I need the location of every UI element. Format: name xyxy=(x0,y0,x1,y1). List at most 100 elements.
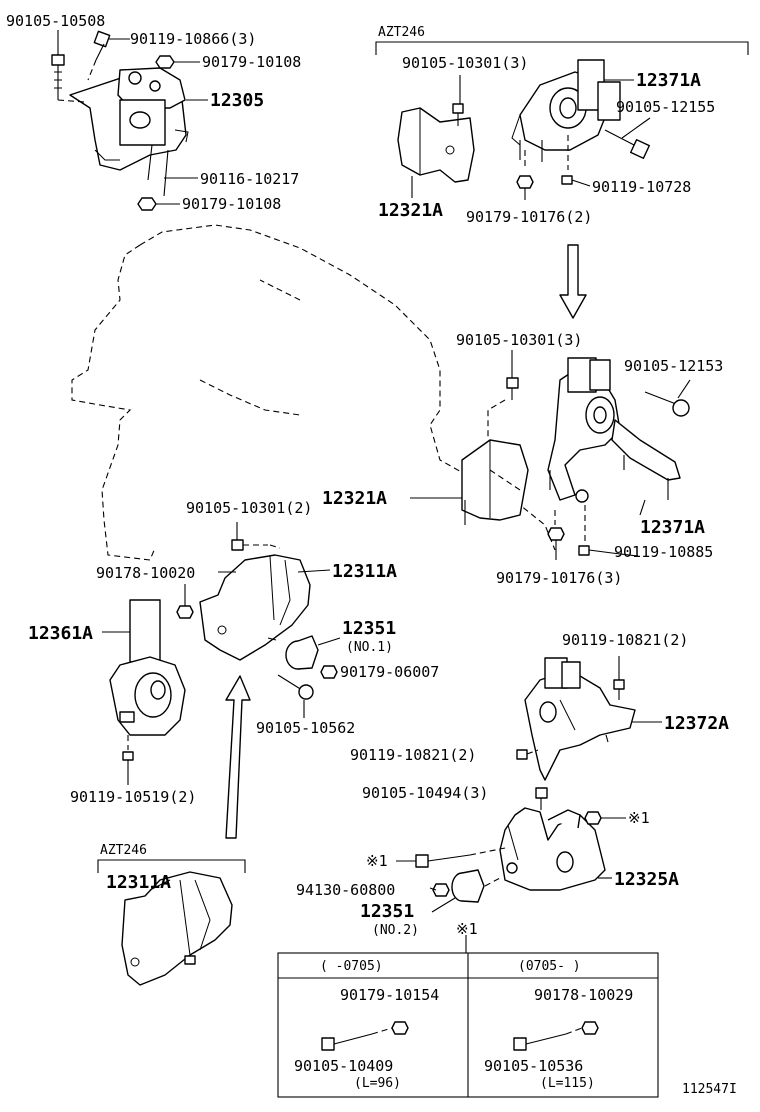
bolt-icon xyxy=(277,674,314,718)
center-left-group xyxy=(105,522,341,839)
mount-12371a-icon xyxy=(547,357,681,516)
leader-lines xyxy=(102,38,639,891)
bushing-icon xyxy=(431,869,501,913)
bolt-icon xyxy=(93,30,128,61)
bolt-icon xyxy=(513,1027,583,1051)
arrow-up-icon xyxy=(225,675,251,839)
figure-id: 112547I xyxy=(682,1082,737,1097)
part-number-label: 90119-10885 xyxy=(614,543,713,561)
bolt-icon xyxy=(122,735,134,785)
bolt-icon xyxy=(561,135,591,187)
mount-12361a-icon xyxy=(105,599,186,736)
middle-right-group xyxy=(461,350,691,560)
long-bolt-icon xyxy=(604,117,651,160)
mount-12372a-icon xyxy=(524,657,662,781)
reference-mark: ※1 xyxy=(456,920,478,938)
azt246-bottom-group xyxy=(97,859,246,986)
bracket-12311a-icon xyxy=(121,871,233,986)
bushing-icon xyxy=(285,635,341,670)
right-lower-group xyxy=(396,656,662,913)
nut-icon xyxy=(391,1021,409,1035)
nut-icon xyxy=(547,510,565,560)
bolt-icon xyxy=(578,505,613,556)
arrow-down-icon xyxy=(559,244,587,319)
part-number-label: 90178-10020 xyxy=(96,564,195,582)
nut-icon xyxy=(581,1021,599,1035)
part-number-label: 90119-10821(2) xyxy=(350,746,476,764)
part-number-label: 90179-10176(2) xyxy=(466,208,592,226)
part-number-label: 90179-10108 xyxy=(182,195,281,213)
table-left-nut: 90179-10154 xyxy=(340,986,439,1004)
part-number-label: 90116-10217 xyxy=(200,170,299,188)
table-left-length: (L=96) xyxy=(354,1076,401,1091)
stud-icon xyxy=(147,144,198,197)
bolt-icon xyxy=(535,787,548,810)
part-number-label: 90105-10508 xyxy=(6,12,105,30)
part-number-label: 12351 xyxy=(360,901,414,922)
part-number-label: 90179-10176(3) xyxy=(496,569,622,587)
table-left-bolt: 90105-10409 xyxy=(294,1057,393,1075)
part-number-label: 90119-10821(2) xyxy=(562,631,688,649)
part-number-label: 12311A xyxy=(332,561,397,582)
table-header-left: ( -0705) xyxy=(320,959,383,974)
part-number-label: 90179-06007 xyxy=(340,663,439,681)
part-number-label: 12351 xyxy=(342,618,396,639)
part-number-label: 90105-12155 xyxy=(616,98,715,116)
reference-mark: ※1 xyxy=(366,852,388,870)
part-number-label: 12321A xyxy=(322,488,387,509)
section-label: AZT246 xyxy=(378,25,425,40)
section-label: AZT246 xyxy=(100,843,147,858)
part-number-label: 12305 xyxy=(210,90,264,111)
table-right-nut: 90178-10029 xyxy=(534,986,633,1004)
bolt-icon xyxy=(321,1027,393,1051)
part-number-label: 12311A xyxy=(106,872,171,893)
part-number-label: 12321A xyxy=(378,200,443,221)
bolt-icon xyxy=(231,522,281,551)
part-number-label: 12325A xyxy=(614,869,679,890)
part-number-label: 90179-10108 xyxy=(202,53,301,71)
nut-icon xyxy=(584,811,626,825)
nut-icon xyxy=(320,665,338,679)
part-number-sublabel: (NO.1) xyxy=(346,640,393,655)
table-right-length: (L=115) xyxy=(540,1076,595,1091)
engine-mount-bracket-icon xyxy=(57,59,189,171)
reference-mark: ※1 xyxy=(628,809,650,827)
part-number-label: 90119-10519(2) xyxy=(70,788,196,806)
table-header-right: (0705- ) xyxy=(518,959,581,974)
part-number-label: 12361A xyxy=(28,623,93,644)
part-number-label: 90105-10301(3) xyxy=(456,331,582,349)
bracket-12321a-icon xyxy=(397,107,475,198)
bolt-icon xyxy=(516,749,539,760)
bracket-12311a-icon xyxy=(199,554,331,661)
part-number-label: 12372A xyxy=(664,713,729,734)
bracket-12321a-icon xyxy=(461,439,529,525)
bolt-icon xyxy=(487,350,519,440)
part-number-label: 90105-10562 xyxy=(256,719,355,737)
bolt-icon xyxy=(613,656,625,700)
part-number-label: 90105-10301(2) xyxy=(186,499,312,517)
part-number-label: 90119-10728 xyxy=(592,178,691,196)
nut-icon xyxy=(176,584,194,619)
nut-icon xyxy=(432,883,450,897)
part-number-label: 94130-60800 xyxy=(296,881,395,899)
long-bolt-icon xyxy=(644,379,691,417)
long-bolt-icon xyxy=(396,847,506,868)
part-number-label: 90119-10866(3) xyxy=(130,30,256,48)
part-number-sublabel: (NO.2) xyxy=(372,923,419,938)
part-number-label: 90105-10494(3) xyxy=(362,784,488,802)
nut-icon xyxy=(137,197,180,211)
bolt-icon xyxy=(452,75,464,126)
part-number-label: 90105-12153 xyxy=(624,357,723,375)
azt246-top-group xyxy=(375,41,749,319)
part-number-label: 90105-10301(3) xyxy=(402,54,528,72)
fastener-table xyxy=(277,935,659,1098)
nut-icon xyxy=(155,55,200,69)
bracket-12305-group xyxy=(51,30,208,211)
nut-icon xyxy=(516,150,534,200)
bolt-icon xyxy=(51,30,65,100)
part-number-label: 12371A xyxy=(640,517,705,538)
part-number-label: 12371A xyxy=(636,70,701,91)
mount-12371a-icon xyxy=(511,59,634,162)
table-right-bolt: 90105-10536 xyxy=(484,1057,583,1075)
